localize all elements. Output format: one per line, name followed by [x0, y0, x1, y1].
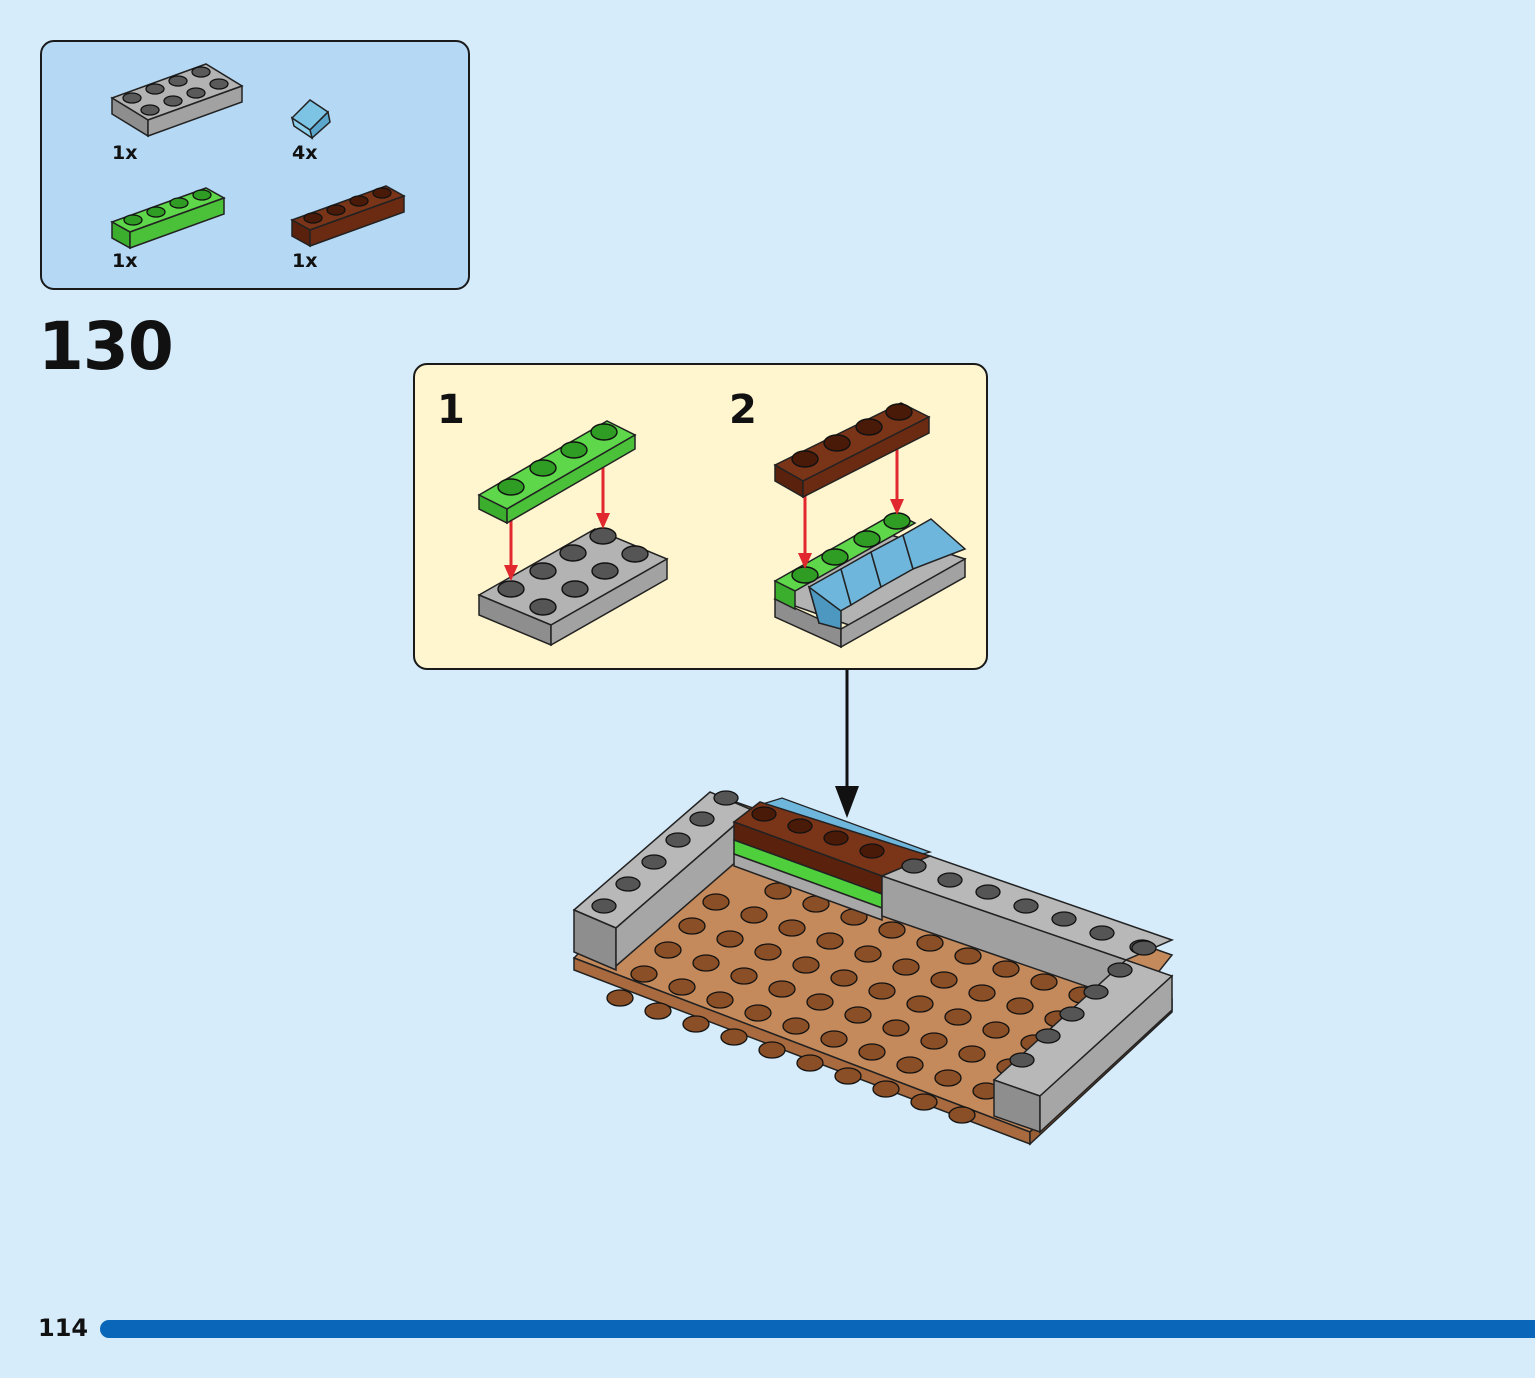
- sub-assembly-panel: 1 2: [413, 363, 988, 670]
- tan-stud: [944, 1008, 972, 1026]
- tan-stud: [720, 1028, 748, 1046]
- tan-stud: [606, 989, 634, 1007]
- tan-stud: [702, 893, 730, 911]
- brown-plate-1x4-icon: [288, 176, 410, 252]
- step-number: 130: [38, 308, 174, 385]
- tan-stud: [706, 991, 734, 1009]
- tan-stud: [982, 1021, 1010, 1039]
- tan-stud: [682, 1015, 710, 1033]
- page-number: 114: [38, 1314, 89, 1342]
- blue-slope-tile-icon: [288, 96, 336, 142]
- tan-stud: [872, 1080, 900, 1098]
- tan-stud: [716, 930, 744, 948]
- tan-stud: [768, 980, 796, 998]
- green-plate-1x4-icon: [108, 178, 228, 252]
- tan-stud: [930, 971, 958, 989]
- tan-stud: [896, 1056, 924, 1074]
- tan-stud: [958, 1045, 986, 1063]
- tan-stud: [792, 956, 820, 974]
- tan-stud: [968, 984, 996, 1002]
- tan-baseplate-studs: [606, 882, 1096, 1124]
- tan-stud: [844, 1006, 872, 1024]
- grey-plate-quantity: 1x: [112, 142, 138, 164]
- brown-plate-quantity: 1x: [292, 250, 318, 272]
- sub-step-2-label: 2: [729, 387, 757, 433]
- tan-stud: [796, 1054, 824, 1072]
- tan-stud: [806, 993, 834, 1011]
- green-plate-quantity: 1x: [112, 250, 138, 272]
- tan-stud: [920, 1032, 948, 1050]
- blue-slope-quantity: 4x: [292, 142, 318, 164]
- tan-stud: [916, 934, 944, 952]
- connector-arrow: [835, 670, 859, 818]
- tan-stud: [868, 982, 896, 1000]
- tan-stud: [882, 1019, 910, 1037]
- tan-stud: [644, 1002, 672, 1020]
- tan-stud: [830, 969, 858, 987]
- tan-stud: [668, 978, 696, 996]
- sub-step-1-label: 1: [437, 387, 465, 433]
- tan-stud: [892, 958, 920, 976]
- parts-list-panel: 1x 4x 1x: [40, 40, 470, 290]
- tan-stud: [954, 947, 982, 965]
- tan-stud: [992, 960, 1020, 978]
- grey-plate-2x4-icon: [108, 60, 248, 145]
- tan-stud: [858, 1043, 886, 1061]
- tan-stud: [878, 921, 906, 939]
- tan-stud: [654, 941, 682, 959]
- tan-stud: [630, 965, 658, 983]
- tan-stud: [1030, 973, 1058, 991]
- tan-stud: [740, 906, 768, 924]
- tan-stud: [854, 945, 882, 963]
- tan-stud: [754, 943, 782, 961]
- tan-stud: [678, 917, 706, 935]
- tan-stud: [816, 932, 844, 950]
- tan-stud: [778, 919, 806, 937]
- main-model-illustration: [560, 670, 1190, 1164]
- sub-step-2-illustration: [771, 397, 971, 653]
- tan-stud: [948, 1106, 976, 1124]
- tan-stud: [906, 995, 934, 1013]
- tan-stud: [820, 1030, 848, 1048]
- sub-step-1-illustration: [473, 409, 673, 649]
- tan-stud: [834, 1067, 862, 1085]
- tan-stud: [730, 967, 758, 985]
- tan-stud: [692, 954, 720, 972]
- tan-stud: [758, 1041, 786, 1059]
- tan-stud: [910, 1093, 938, 1111]
- tan-stud: [1006, 997, 1034, 1015]
- tan-stud: [744, 1004, 772, 1022]
- tan-stud: [934, 1069, 962, 1087]
- tan-stud: [764, 882, 792, 900]
- progress-bar: [100, 1320, 1535, 1338]
- tan-stud: [782, 1017, 810, 1035]
